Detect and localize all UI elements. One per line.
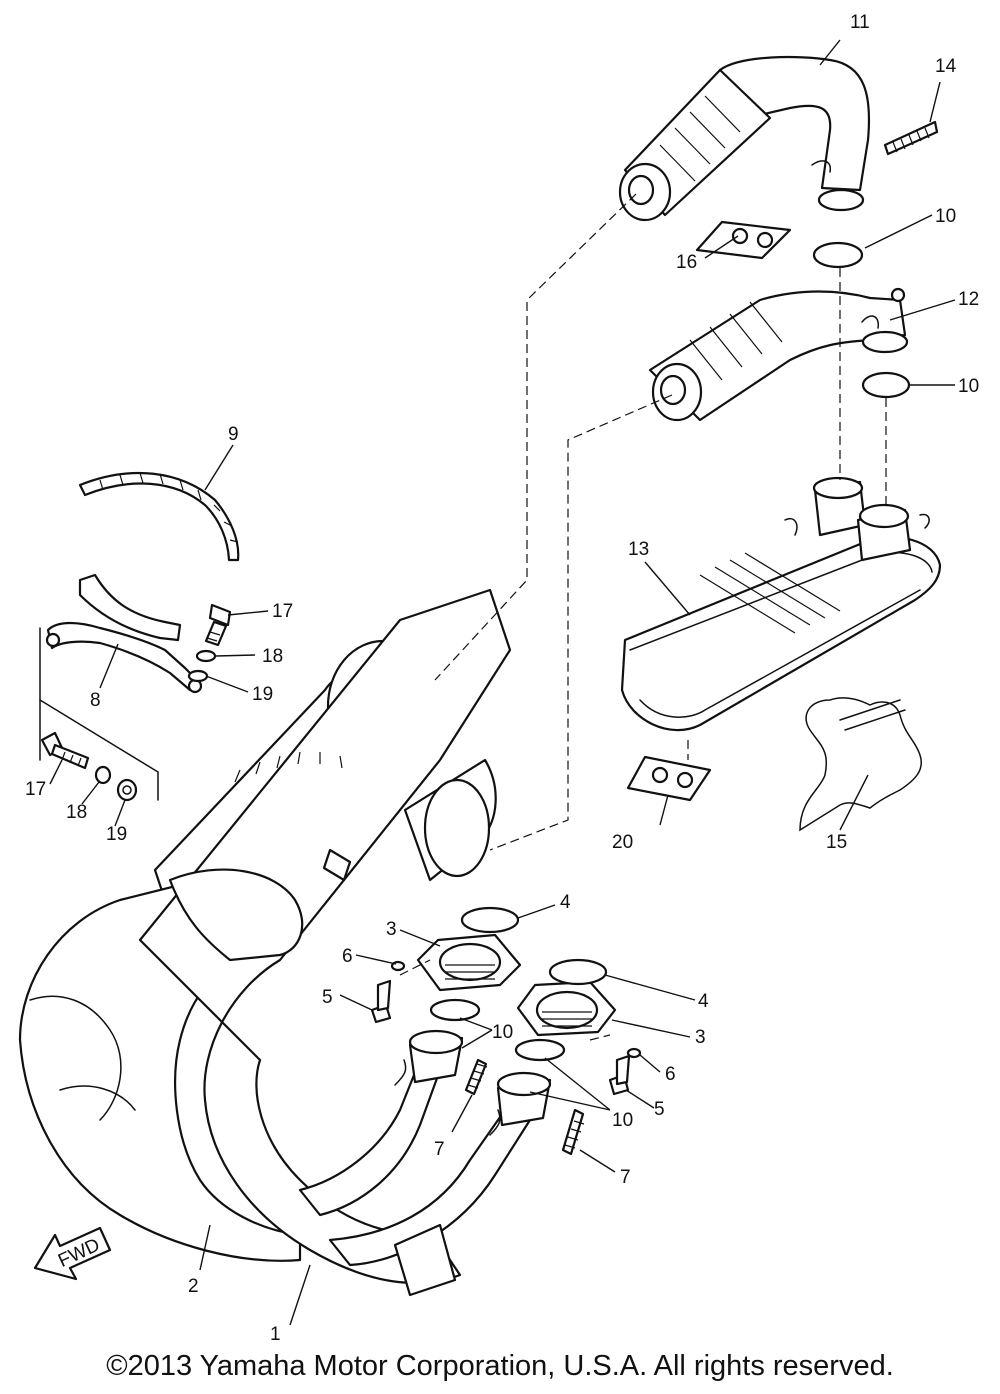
washer-part-18-upper [195,649,217,663]
flange-part-3-lower [516,980,617,1037]
hook-right [489,1109,501,1136]
washer-part-19-upper [187,669,209,683]
callout-11: 11 [850,12,870,33]
callout-labels: 11 14 10 16 12 10 9 13 17 18 19 8 17 18 … [25,12,979,1345]
bolt-part-5-left [370,979,392,1024]
washer-part-6-right [626,1047,642,1059]
callout-3-lower: 3 [695,1027,706,1048]
callout-14: 14 [935,56,957,77]
callout-18-lower: 18 [66,802,87,823]
callout-5-right: 5 [654,1099,665,1120]
damper-plate-part-20 [626,755,712,802]
copyright-notice: ©2013 Yamaha Motor Corporation, U.S.A. A… [106,1350,894,1382]
callout-7-right: 7 [620,1167,631,1188]
muffler-lower-part-12 [648,287,909,422]
bolt-part-5-right [608,1054,631,1096]
exhaust-band-part-9 [78,471,240,562]
callout-4-upper: 4 [560,892,571,913]
washer-part-18-lower [94,765,112,785]
callout-1: 1 [270,1324,281,1345]
pipe-sleeve-part-10-left [408,998,481,1084]
flange-part-3-upper [416,933,522,992]
callout-4-lower: 4 [698,991,709,1012]
callout-12: 12 [958,289,979,310]
callout-10-left: 10 [492,1022,513,1043]
callout-5-left: 5 [322,987,333,1008]
gasket-part-4-lower [548,958,608,986]
callout-16: 16 [676,252,697,273]
callout-18-upper: 18 [262,646,283,667]
bracket-part-8 [39,573,203,801]
callout-20: 20 [612,832,633,853]
callout-10-right: 10 [612,1110,633,1131]
callout-19-lower: 19 [106,824,127,845]
spring-part-7-left [464,1058,488,1096]
spring-part-7-right [561,1108,585,1156]
band-teeth [99,472,239,543]
callout-3-upper: 3 [386,919,397,940]
bolt-part-17-upper [204,603,232,647]
callout-10-middle: 10 [958,376,979,397]
callout-17-upper: 17 [272,601,293,622]
callout-9: 9 [228,424,239,445]
gasket-ring-part-10-top [812,241,864,269]
damper-plate-part-16 [695,220,792,260]
callout-6-left: 6 [342,946,353,967]
pipe-bend-left [298,1058,442,1217]
callout-8: 8 [90,690,101,711]
callout-2: 2 [188,1276,199,1297]
callout-6-right: 6 [665,1064,676,1085]
callout-17-lower: 17 [25,779,46,800]
bolt-part-17-lower [40,731,90,770]
gasket-ring-part-10-middle [861,371,911,399]
muffler-upper-part-11 [618,55,871,222]
fwd-arrow: FWD [33,1226,112,1281]
callout-19-upper: 19 [252,684,273,705]
hook-left [394,1059,407,1086]
stud-bolt-part-14 [883,120,939,156]
exhaust-chamber-part-13 [620,476,942,732]
gasket-part-4-upper [460,906,520,934]
exhaust-pipe-part-1 [138,588,512,1284]
callout-13: 13 [628,539,649,560]
callout-7-left: 7 [434,1139,445,1160]
washer-part-19-lower [116,778,138,802]
leader-lines [49,39,956,1326]
callout-10-top: 10 [935,206,956,227]
pipe-collar [393,1223,457,1297]
assembly-lines [399,193,887,1041]
spring-band-part-15 [799,697,922,832]
pipe-sleeve-part-10-right [496,1038,566,1127]
callout-15: 15 [826,832,847,853]
